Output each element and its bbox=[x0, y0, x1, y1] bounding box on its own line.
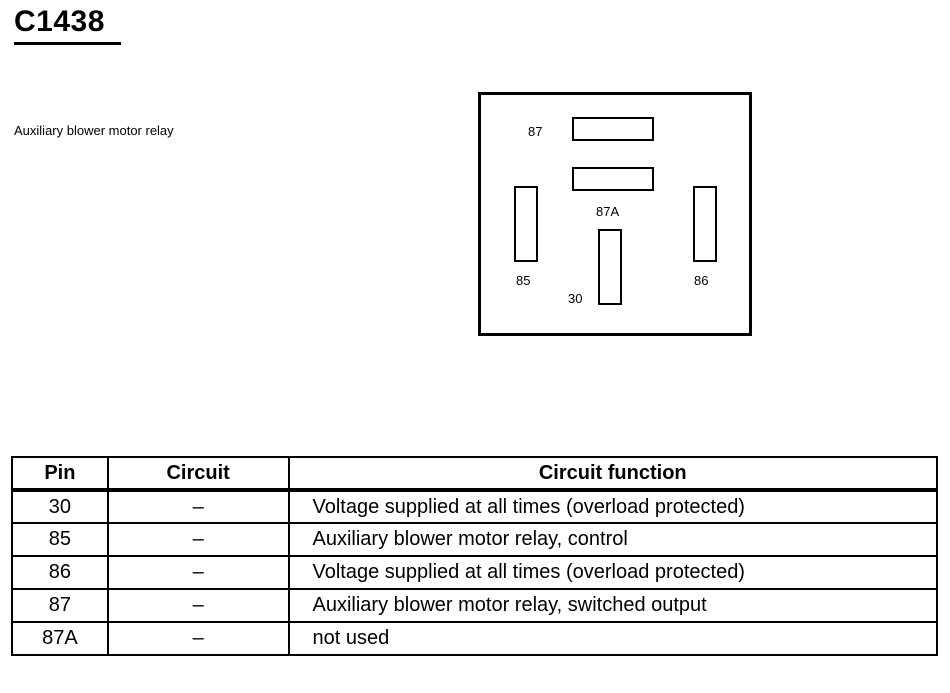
cell-circuit: – bbox=[106, 621, 290, 656]
pin-label-86: 86 bbox=[694, 273, 709, 288]
cell-circuit: – bbox=[106, 489, 290, 524]
pin-table: Pin Circuit Circuit function 30 – Voltag… bbox=[11, 456, 938, 656]
cell-pin: 30 bbox=[11, 489, 109, 524]
cell-pin: 86 bbox=[11, 555, 109, 590]
cell-circuit: – bbox=[106, 588, 290, 623]
pin-label-87: 87 bbox=[528, 124, 543, 139]
pin-label-30: 30 bbox=[568, 291, 583, 306]
cell-function: Voltage supplied at all times (overload … bbox=[287, 555, 938, 590]
cell-circuit: – bbox=[106, 522, 290, 557]
relay-connector-diagram: 87 87A 85 86 30 bbox=[478, 92, 752, 336]
table-row: 87A – not used bbox=[11, 621, 938, 656]
cell-function: not used bbox=[287, 621, 938, 656]
pin-87A-terminal bbox=[572, 167, 654, 191]
pin-label-87A: 87A bbox=[596, 204, 620, 219]
cell-function: Auxiliary blower motor relay, switched o… bbox=[287, 588, 938, 623]
cell-circuit: – bbox=[106, 555, 290, 590]
title-underline bbox=[14, 42, 121, 45]
pin-85-terminal bbox=[514, 186, 538, 262]
table-header-row: Pin Circuit Circuit function bbox=[11, 456, 938, 492]
cell-function: Voltage supplied at all times (overload … bbox=[287, 489, 938, 524]
table-row: 30 – Voltage supplied at all times (over… bbox=[11, 489, 938, 524]
connector-description: Auxiliary blower motor relay bbox=[14, 123, 174, 138]
cell-function: Auxiliary blower motor relay, control bbox=[287, 522, 938, 557]
table-row: 85 – Auxiliary blower motor relay, contr… bbox=[11, 522, 938, 557]
cell-pin: 85 bbox=[11, 522, 109, 557]
table-row: 87 – Auxiliary blower motor relay, switc… bbox=[11, 588, 938, 623]
cell-pin: 87 bbox=[11, 588, 109, 623]
pin-86-terminal bbox=[693, 186, 717, 262]
header-circuit-function: Circuit function bbox=[287, 456, 938, 492]
table-row: 86 – Voltage supplied at all times (over… bbox=[11, 555, 938, 590]
cell-pin: 87A bbox=[11, 621, 109, 656]
pin-label-85: 85 bbox=[516, 273, 531, 288]
header-circuit: Circuit bbox=[106, 456, 290, 492]
connector-title: C1438 bbox=[14, 5, 105, 38]
header-pin: Pin bbox=[11, 456, 109, 492]
pin-87-terminal bbox=[572, 117, 654, 141]
pin-30-terminal bbox=[598, 229, 622, 305]
